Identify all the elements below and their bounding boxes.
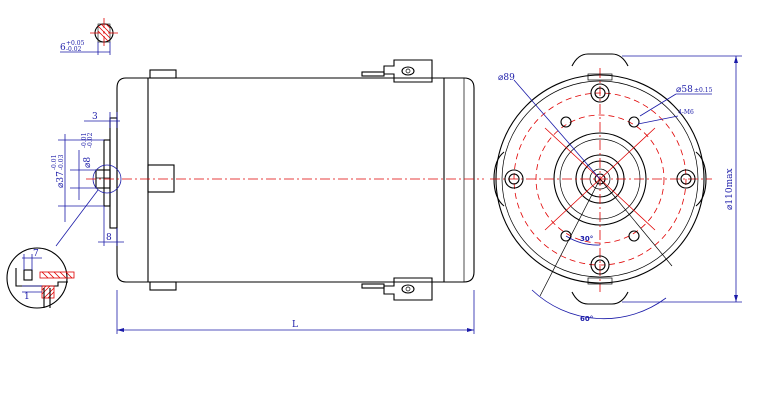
detail-view: 7 1 xyxy=(6,247,75,309)
key-tol-lower: -0.02 xyxy=(66,46,82,53)
shaft-length-dim: 8 xyxy=(106,233,112,243)
flange-thickness-dim: 3 xyxy=(92,112,98,122)
hole-circle-dim: ⌀58 xyxy=(676,85,693,95)
side-view-dimensions: 3 ⌀8 -0.01 -0.02 ⌀37 -0.01 -0.03 8 L xyxy=(51,112,475,334)
pilot-tol-lower: -0.03 xyxy=(58,154,65,170)
hole-circle-tol: ±0.15 xyxy=(694,87,713,94)
pilot-dia-dim: ⌀37 xyxy=(56,171,66,188)
overall-length-dim: L xyxy=(292,320,298,330)
key-tol-upper: +0.05 xyxy=(66,40,85,47)
pilot-tol-upper: -0.01 xyxy=(51,155,58,170)
angle-small-dim: 30° xyxy=(580,235,593,243)
detail-width-dim: 7 xyxy=(33,249,39,259)
max-dia-dim: ⌀110max xyxy=(725,168,735,210)
angle-large-dim: 60° xyxy=(580,315,593,323)
motor-front-view xyxy=(490,53,712,305)
motor-side-view xyxy=(86,59,484,301)
front-view-dimensions: ⌀89 ⌀58 ±0.15 4-M6 30° 60° ⌀110max xyxy=(498,55,742,323)
hole-spec-dim: 4-M6 xyxy=(678,109,694,116)
key-section-view: 6 +0.05 -0.02 xyxy=(60,18,118,55)
bolt-circle-dim: ⌀89 xyxy=(498,73,515,83)
detail-depth-dim: 1 xyxy=(24,292,30,302)
shaft-dia-dim: ⌀8 xyxy=(83,157,93,168)
key-width-dim: 6 xyxy=(60,43,66,53)
